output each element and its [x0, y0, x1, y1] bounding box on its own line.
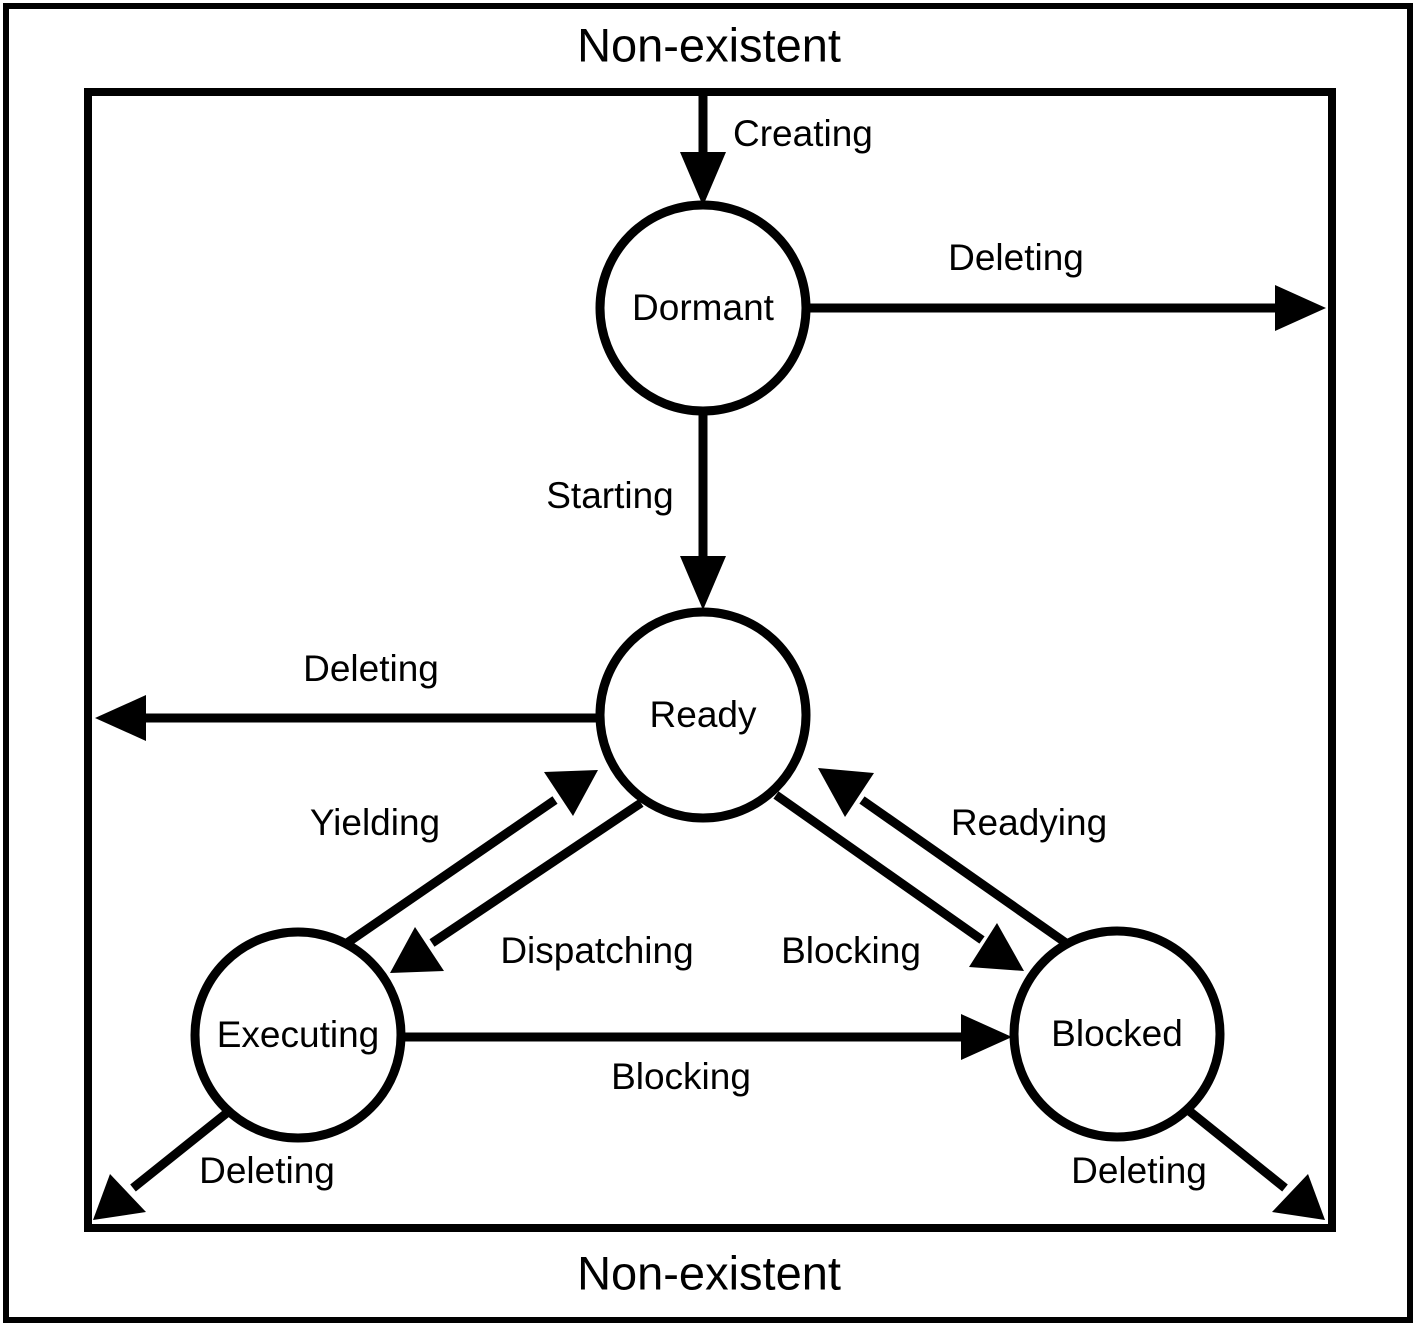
dormant-label: Dormant — [632, 287, 775, 328]
deleting-blocked-arrowhead — [1272, 1174, 1325, 1220]
deleting-dormant-arrowhead — [1275, 285, 1326, 331]
state-blocked: Blocked — [1009, 926, 1225, 1142]
deleting-dormant-label: Deleting — [948, 237, 1084, 278]
blocking-ready-label: Blocking — [781, 930, 921, 971]
creating-arrowhead — [680, 152, 726, 206]
yielding-label: Yielding — [310, 802, 440, 843]
transition-blocking-executing: Blocking — [403, 1014, 1012, 1097]
transition-readying: Readying — [818, 768, 1107, 947]
starting-label: Starting — [546, 475, 674, 516]
blocking-ready-line — [773, 791, 985, 944]
deleting-executing-line — [130, 1108, 231, 1192]
creating-label: Creating — [733, 113, 873, 154]
dispatching-line — [429, 799, 644, 947]
executing-circle — [190, 927, 406, 1143]
state-dormant: Dormant — [595, 200, 811, 416]
yielding-arrowhead — [544, 770, 598, 816]
blocked-label: Blocked — [1051, 1013, 1183, 1054]
state-executing: Executing — [190, 927, 406, 1143]
yielding-line — [344, 796, 558, 947]
deleting-executing-label: Deleting — [199, 1150, 335, 1191]
deleting-blocked-line — [1185, 1106, 1288, 1192]
transition-yielding: Yielding — [310, 770, 598, 947]
label-non-existent-top: Non-existent — [577, 18, 841, 71]
deleting-executing-arrowhead — [93, 1174, 146, 1220]
dispatching-label: Dispatching — [500, 930, 693, 971]
transition-creating: Creating — [680, 96, 873, 206]
transition-starting: Starting — [546, 411, 726, 610]
readying-line — [859, 796, 1069, 947]
transition-blocking-ready: Blocking — [773, 791, 1024, 971]
transition-deleting-dormant: Deleting — [808, 237, 1326, 331]
readying-label: Readying — [951, 802, 1107, 843]
transition-deleting-executing: Deleting — [93, 1108, 335, 1220]
executing-label: Executing — [217, 1014, 380, 1055]
ready-label: Ready — [650, 694, 757, 735]
transition-dispatching: Dispatching — [390, 799, 694, 973]
deleting-ready-arrowhead — [95, 695, 146, 741]
deleting-ready-label: Deleting — [303, 648, 439, 689]
outer-frame — [3, 3, 1413, 1323]
label-non-existent-bottom: Non-existent — [577, 1246, 841, 1299]
starting-arrowhead — [680, 556, 726, 610]
transition-deleting-ready: Deleting — [95, 648, 600, 741]
dispatching-arrowhead — [390, 927, 444, 973]
blocking-executing-arrowhead — [961, 1014, 1012, 1060]
blocking-ready-arrowhead — [969, 923, 1024, 971]
blocked-circle — [1009, 926, 1225, 1142]
state-ready: Ready — [595, 607, 811, 823]
readying-arrowhead — [818, 768, 874, 817]
blocking-executing-label: Blocking — [611, 1056, 751, 1097]
inner-frame — [84, 88, 1336, 1232]
deleting-blocked-label: Deleting — [1071, 1150, 1207, 1191]
transition-deleting-blocked: Deleting — [1071, 1106, 1325, 1220]
